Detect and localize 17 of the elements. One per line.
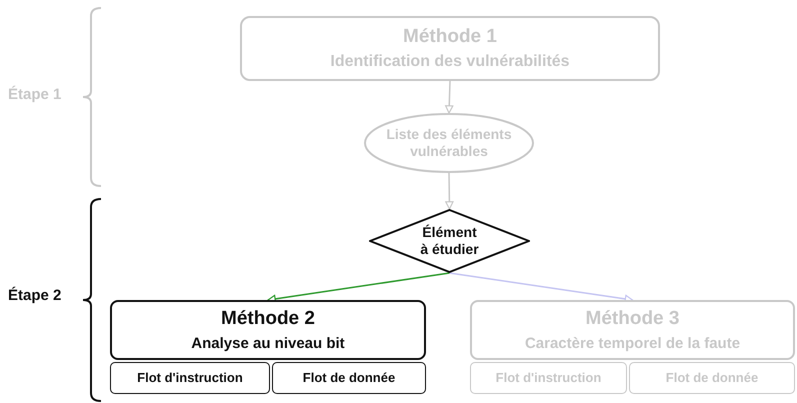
arrow	[445, 172, 454, 210]
sub-box	[110, 362, 270, 394]
box-text: Flot d'instruction	[137, 370, 243, 386]
box-text: Flot de donnée	[302, 370, 396, 386]
arrow	[445, 80, 454, 114]
box-text: Analyse au niveau bit	[191, 334, 345, 354]
sub-box	[272, 362, 426, 394]
box-title: Méthode 2	[221, 306, 315, 330]
sub-box	[629, 362, 795, 394]
sub-box	[470, 362, 627, 394]
data-ellipse	[364, 113, 534, 173]
decision-diamond	[369, 209, 530, 273]
process-box	[240, 16, 660, 81]
process-box	[470, 300, 795, 360]
stage-label: Étape 2	[8, 287, 62, 304]
process-box	[110, 300, 426, 360]
box-text: Élément à étudier	[419, 224, 480, 258]
